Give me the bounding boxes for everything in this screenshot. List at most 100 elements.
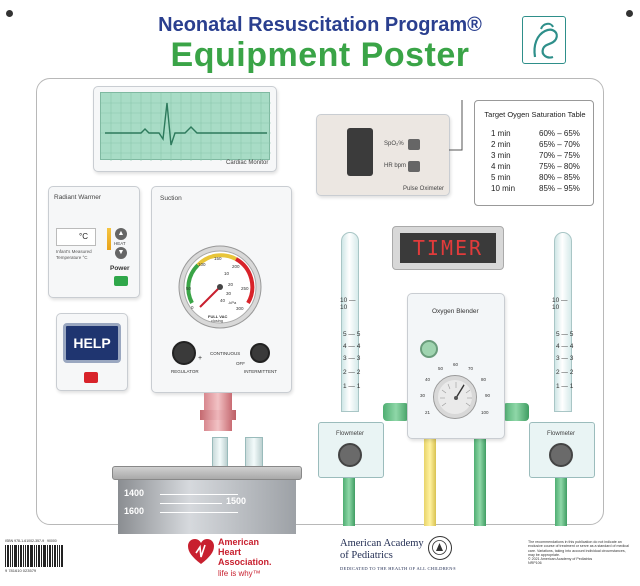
gauge-number: 300 [236,306,244,311]
intermittent-label: INTERMITTENT [244,369,277,374]
help-button[interactable]: HELP [63,323,121,363]
hr-label: HR bpm [384,163,407,169]
heat-up-icon[interactable]: ▲ [115,228,127,240]
blender-dial-number: 90 [485,393,491,398]
gauge-number: 100 [198,262,206,267]
flowmeter-right-label: Flowmeter [547,431,576,437]
poster-title: Neonatal Resuscitation Program® [158,14,482,36]
canister-mark-1400: 1400 [124,488,145,498]
gauge-number: 250 [241,286,249,291]
heat-level-bar [107,228,111,250]
blender-dial-number: 100 [481,410,489,415]
suction-gauge [178,245,262,329]
gauge-number: 0 [191,305,194,310]
flow-tick: 10 — 10 [552,297,568,311]
gauge-number: 10 [224,271,230,276]
suction-label: Suction [160,195,182,202]
gauge-number: 200 [232,264,240,269]
flow-tick: 2 — 2 [343,369,361,376]
oxygen-hose [474,439,486,526]
pulse-oximeter-cable-icon [449,100,463,151]
regulator-knob[interactable] [172,341,196,365]
barcode: ISBN 978-1-61002-357-9 9 781610 023579 9… [5,539,63,579]
power-button[interactable] [114,276,128,286]
spo2-label: SpO₂% [384,141,404,147]
gauge-number: 20 [228,282,234,287]
flow-tick: 2 — 2 [556,369,574,376]
air-hose [424,439,436,526]
gauge-number: 150 [214,256,222,261]
blender-dial-number: 40 [425,377,431,382]
hanging-hole [626,10,633,17]
poster-subtitle: Equipment Poster [170,36,470,74]
aap-seal-icon [428,536,452,560]
hr-display [408,161,420,172]
oxygen-tubing-right [555,478,567,526]
canister-mark-1500: 1500 [226,496,247,506]
flowmeter-left-knob[interactable] [338,443,362,467]
disclaimer: The recommendations in this publication … [528,540,629,566]
canister-mark-1600: 1600 [124,506,145,516]
gauge-number: 30 [226,291,232,296]
oxygen-blender-label: Oxygen Blender [432,308,479,315]
blender-dial-number: 80 [481,377,487,382]
suction-connector-collar [200,410,236,420]
flowmeter-tube-left [341,232,359,412]
aha-name: American Heart Association. [218,537,272,567]
flow-tick: 1 — 1 [556,383,574,390]
mode-switch-knob[interactable] [250,343,270,363]
aha-tagline: life is why™ [218,569,261,578]
flowmeter-right [529,422,595,478]
flow-tick: 10 — 10 [340,297,356,311]
price-code: 90000 [47,539,57,543]
hanging-hole [6,10,13,17]
cardiac-monitor-screen [100,92,271,161]
pulse-oximeter [316,114,450,196]
aap-name: American Academy of Pediatrics [340,538,424,561]
flow-tick: 1 — 1 [343,383,361,390]
blender-dial-number: 50 [438,366,444,371]
gauge-caption-2: closing [211,319,223,323]
blender-dial-number: 70 [468,366,474,371]
flowmeter-right-knob[interactable] [549,443,573,467]
temperature-display: °C [56,228,96,246]
flowmeter-left [318,422,384,478]
isbn-text: ISBN 978-1-61002-357-9 [5,539,45,543]
regulator-label: REGULATOR [171,369,199,374]
blender-dial-number: 60 [453,362,459,367]
gauge-unit: -kPa [228,300,237,305]
suction-canister [112,466,302,534]
flow-tick: 3 — 3 [556,355,574,362]
flowmeter-tube-right [554,232,572,412]
radiant-warmer-label: Radiant Warmer [54,194,102,201]
canister-nozzles [212,435,268,467]
pulse-oximeter-label: Pulse Oximeter [403,186,445,192]
help-alarm-button[interactable] [84,372,98,383]
cardiac-monitor-label: Cardiac Monitor [226,160,269,166]
spo2-display [408,139,420,150]
flow-tick: 4 — 4 [343,343,361,350]
aha-heart-icon [188,539,214,564]
nrp-logo-icon [522,16,566,64]
timer-display[interactable]: TIMER [400,233,496,263]
flow-tick: 5 — 5 [343,331,361,338]
blender-dial-number: 21 [425,410,431,415]
gauge-caption: FULL VAC [208,314,228,319]
flow-tick: 3 — 3 [343,355,361,362]
continuous-label: CONTINUOUS [210,351,241,356]
saturation-table-title: Target Oygen Saturation Table [484,110,586,119]
gauge-number: 40 [220,298,226,303]
flow-tick: 5 — 5 [556,331,574,338]
heat-down-icon[interactable]: ▼ [115,247,127,259]
temperature-unit: °C [79,232,88,241]
flowmeter-left-label: Flowmeter [336,431,365,437]
flow-tick: 4 — 4 [556,343,574,350]
oxygen-tubing-left [343,478,355,526]
blender-dial-knob[interactable] [433,375,477,419]
regulator-plus-icon: + [198,355,203,362]
temperature-caption: Infant's Measured Temperature °C [56,249,92,260]
heat-label: HEAT [114,241,126,246]
blender-left-connector [383,403,409,421]
aap-tagline: DEDICATED TO THE HEALTH OF ALL CHILDREN® [340,566,457,571]
